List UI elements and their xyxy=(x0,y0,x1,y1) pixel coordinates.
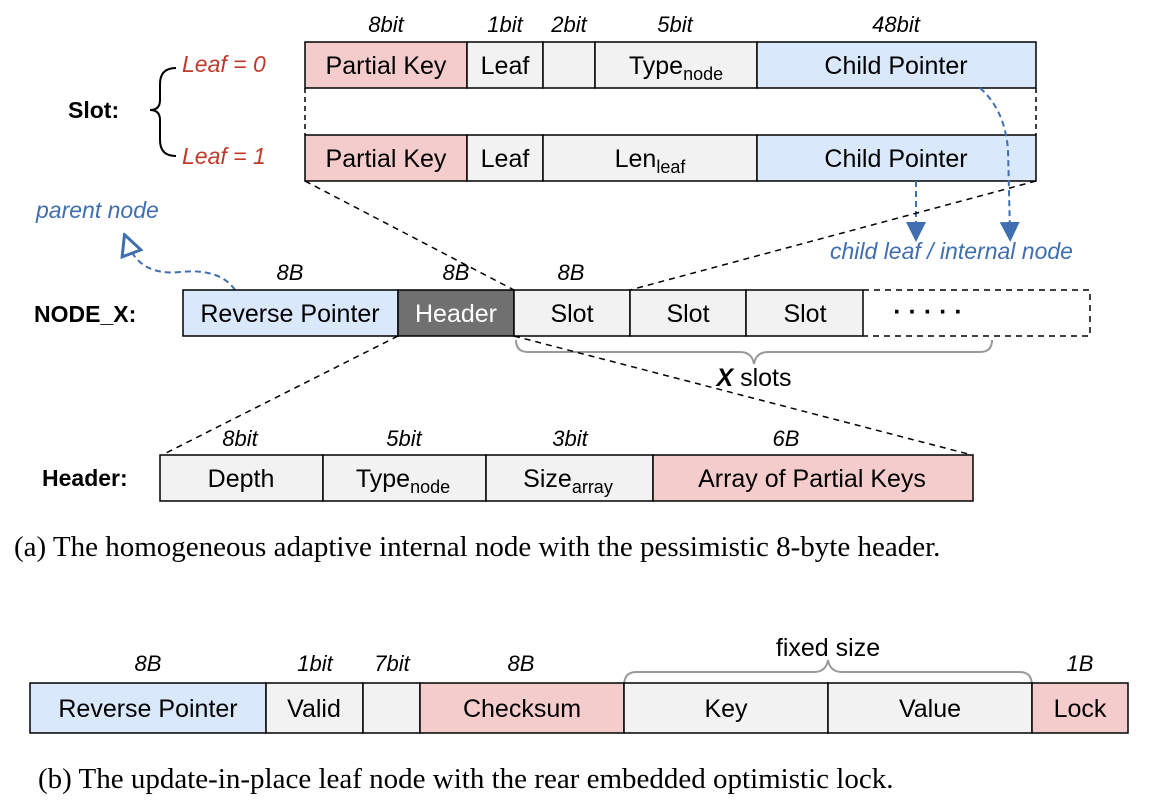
slot-bit-width: 5bit xyxy=(657,12,693,37)
leaf-size-label: 8B xyxy=(135,651,162,676)
reverse-pointer-cell: Reverse Pointer xyxy=(58,695,237,723)
len-leaf-cell: Lenleaf xyxy=(615,145,687,177)
zoom-line xyxy=(629,180,1037,291)
header-cell: Header xyxy=(415,300,497,328)
checksum-cell: Checksum xyxy=(463,695,581,723)
leaf-size-label: 7bit xyxy=(374,651,410,676)
leaf-cell: Leaf xyxy=(481,52,530,80)
node-size-label: 8B xyxy=(277,260,304,285)
leaf-size-label: 1B xyxy=(1067,651,1094,676)
header-bit-width: 8bit xyxy=(222,426,258,451)
parent-pointer-arrow xyxy=(128,244,236,291)
parent-node-label: parent node xyxy=(35,197,159,223)
node-size-label: 8B xyxy=(443,260,470,285)
header-row: Depth Typenode Sizearray Array of Partia… xyxy=(159,454,974,502)
caption-a: (a) The homogeneous adaptive internal no… xyxy=(14,531,940,563)
leaf-cell: Leaf xyxy=(481,145,530,173)
child-pointer-cell: Child Pointer xyxy=(824,52,967,80)
slot-bit-width: 8bit xyxy=(368,12,404,37)
fixed-size-label: fixed size xyxy=(776,634,880,662)
type-node-cell: Typenode xyxy=(356,465,450,497)
slot-cell: Slot xyxy=(550,300,593,328)
header-label: Header: xyxy=(42,465,128,491)
type-node-cell: Typenode xyxy=(629,52,723,84)
x-slots-label: X slots xyxy=(714,364,791,392)
x-slots-brace xyxy=(515,339,993,365)
leaf-size-label: 1bit xyxy=(297,651,333,676)
partial-key-cell: Partial Key xyxy=(326,52,447,80)
leaf1-label: Leaf = 1 xyxy=(182,143,266,169)
zoom-line xyxy=(513,335,973,456)
leaf-size-label: 8B xyxy=(508,651,535,676)
zoom-line xyxy=(161,335,399,456)
node-label: NODE_X: xyxy=(34,301,136,327)
zoom-line xyxy=(304,180,515,291)
slot-row-leaf1: Partial Key Leaf Lenleaf Child Pointer xyxy=(304,134,1037,182)
node-size-label: 8B xyxy=(558,260,585,285)
slot-bit-width: 48bit xyxy=(872,12,921,37)
slot-brace xyxy=(149,67,177,157)
leaf-node-row: Reverse Pointer Valid Checksum Key Value… xyxy=(29,682,1129,734)
ellipsis: · · · · · xyxy=(893,298,962,326)
slot-cell: Slot xyxy=(666,300,709,328)
caption-b: (b) The update-in-place leaf node with t… xyxy=(38,763,893,795)
reverse-pointer-cell: Reverse Pointer xyxy=(200,300,379,328)
key-cell: Key xyxy=(704,695,748,723)
slot-row-leaf0: Partial Key Leaf Typenode Child Pointer xyxy=(304,41,1037,89)
header-bit-width: 3bit xyxy=(552,426,588,451)
fixed-size-brace xyxy=(623,659,1033,687)
size-array-cell: Sizearray xyxy=(523,465,613,497)
child-pointer-cell: Child Pointer xyxy=(824,145,967,173)
slot-cell: Slot xyxy=(783,300,826,328)
slot-bit-width: 2bit xyxy=(550,12,587,37)
child-node-label: child leaf / internal node xyxy=(830,238,1073,264)
slot-label: Slot: xyxy=(68,97,119,123)
lock-cell: Lock xyxy=(1054,695,1107,723)
depth-cell: Depth xyxy=(208,465,275,493)
partial-key-cell: Partial Key xyxy=(326,145,447,173)
header-bit-width: 5bit xyxy=(386,426,422,451)
leaf0-label: Leaf = 0 xyxy=(182,51,266,77)
value-cell: Value xyxy=(899,695,961,723)
valid-cell: Valid xyxy=(287,695,341,723)
slot-bit-width: 1bit xyxy=(487,12,523,37)
node-x-row: Reverse Pointer Header Slot Slot Slot · … xyxy=(182,289,1091,337)
header-bit-width: 6B xyxy=(773,426,800,451)
array-keys-cell: Array of Partial Keys xyxy=(698,465,926,493)
